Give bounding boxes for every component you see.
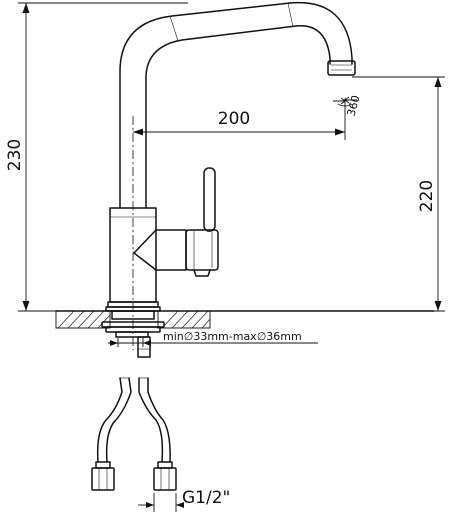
rotation-symbol: 360 (333, 94, 363, 118)
dimension-200: 200 (133, 98, 346, 140)
cartridge-cap (185, 229, 219, 271)
mounting-hole-label: min∅33mm-max∅36mm (163, 330, 302, 343)
dimension-200-label: 200 (218, 109, 250, 129)
dimension-mounting-hole: min∅33mm-max∅36mm (108, 330, 318, 347)
dimension-230-label: 230 (5, 139, 25, 171)
rotation-angle-label: 360 (345, 94, 363, 118)
flexible-hoses (91, 377, 177, 491)
aerator (327, 60, 356, 76)
dimension-thread: G1/2" (138, 488, 230, 512)
thread-size-label: G1/2" (182, 488, 230, 508)
hose-left (96, 377, 123, 463)
connector-left (95, 461, 111, 469)
lever-handle (203, 167, 216, 232)
connector-right (157, 461, 173, 469)
mounting-assembly (101, 310, 165, 358)
hose-right (138, 377, 164, 463)
faucet-body (105, 1, 356, 350)
dimension-230: 230 (5, 2, 188, 312)
dimension-220-label: 220 (417, 180, 437, 212)
